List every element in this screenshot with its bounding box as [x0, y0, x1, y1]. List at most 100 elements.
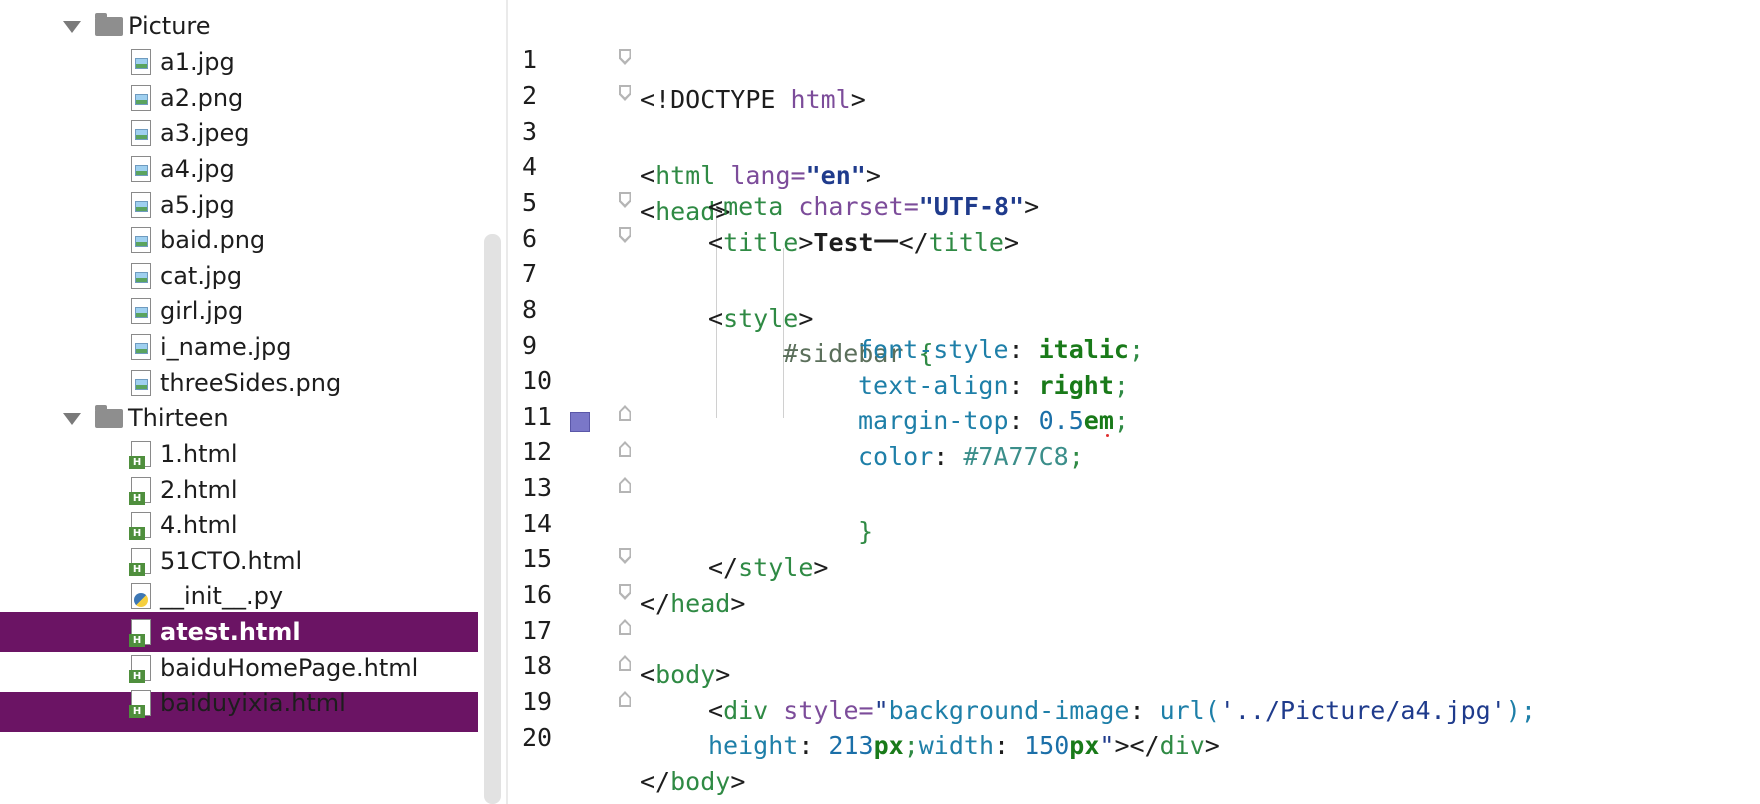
tree-item-label: Thirteen [128, 404, 229, 432]
fold-toggle-icon[interactable] [619, 655, 631, 671]
tree-file[interactable]: a1.jpg [0, 42, 478, 82]
tree-file[interactable]: baid.png [0, 220, 478, 260]
tree-item-label: i_name.jpg [160, 333, 292, 361]
line-number: 17 [522, 616, 553, 645]
tree-file[interactable]: a4.jpg [0, 149, 478, 189]
tree-scrollbar[interactable] [484, 234, 501, 804]
line-number: 10 [522, 366, 553, 395]
panel-divider[interactable] [506, 0, 508, 804]
error-marker [1106, 434, 1109, 437]
fold-toggle-icon[interactable] [619, 85, 631, 101]
code-line: 14 </head> [508, 464, 1760, 618]
line-number: 3 [522, 117, 538, 146]
folder-icon [95, 405, 123, 428]
tree-item-label: 4.html [160, 511, 238, 539]
tree-item-label: atest.html [160, 618, 301, 646]
image-file-icon [131, 120, 151, 146]
tree-file[interactable]: cat.jpg [0, 256, 478, 296]
fold-toggle-icon[interactable] [619, 441, 631, 457]
image-file-icon [131, 192, 151, 218]
line-number: 4 [522, 152, 538, 181]
line-number: 18 [522, 651, 553, 680]
code-line: 12 } [508, 392, 1760, 546]
code-line: 7 #sidebar { [508, 214, 1760, 368]
tree-item-label: girl.jpg [160, 297, 244, 325]
fold-toggle-icon[interactable] [619, 477, 631, 493]
code-line: 19 </body> [508, 642, 1760, 796]
tree-item-label: 1.html [160, 440, 238, 468]
code-line: 1 <!DOCTYPE html> [508, 0, 1760, 114]
tree-item-label: a5.jpg [160, 191, 235, 219]
tree-item-label: a2.png [160, 84, 244, 112]
tree-item-label: baid.png [160, 226, 266, 254]
line-number: 9 [522, 331, 538, 360]
code-line: 8 font-style: italic; [508, 250, 1760, 364]
tree-item-label: a3.jpeg [160, 119, 250, 147]
fold-toggle-icon[interactable] [619, 49, 631, 65]
line-number: 2 [522, 81, 538, 110]
tree-file[interactable]: H 2.html [0, 470, 478, 510]
html-file-icon: H [129, 441, 151, 469]
tree-item-label: cat.jpg [160, 262, 243, 290]
image-file-icon [131, 85, 151, 111]
tree-item-label: Picture [128, 12, 211, 40]
line-number: 12 [522, 437, 553, 466]
tree-item-label: a1.jpg [160, 48, 235, 76]
tree-file[interactable]: girl.jpg [0, 291, 478, 331]
code-line: 6 <style> [508, 179, 1760, 333]
expand-triangle-icon[interactable] [63, 413, 81, 425]
color-swatch[interactable] [570, 412, 590, 432]
line-number: 13 [522, 473, 553, 502]
fold-toggle-icon[interactable] [619, 619, 631, 635]
fold-toggle-icon[interactable] [619, 548, 631, 564]
fold-toggle-icon[interactable] [619, 192, 631, 208]
tree-file[interactable]: __init__.py [0, 576, 478, 616]
line-number: 6 [522, 224, 538, 253]
tree-item-label: baiduHomePage.html [160, 654, 419, 682]
tree-file-selected[interactable] [0, 692, 478, 732]
tree-file[interactable]: threeSides.png [0, 363, 478, 403]
code-line: 16 <body> [508, 535, 1760, 689]
line-number: 20 [522, 723, 553, 752]
expand-triangle-icon[interactable] [63, 21, 81, 33]
tree-item-label: 2.html [160, 476, 238, 504]
code-editor[interactable]: 1 <!DOCTYPE html> 2 <html lang="en"> 3 <… [508, 0, 1760, 804]
tree-file[interactable]: a3.jpeg [0, 113, 478, 153]
code-line: 2 <html lang="en"> [508, 36, 1760, 190]
python-file-icon [131, 583, 151, 609]
tree-item-label: baiduyixia.html [160, 689, 346, 717]
fold-toggle-icon[interactable] [619, 405, 631, 421]
fold-toggle-icon[interactable] [619, 227, 631, 243]
tree-file[interactable]: H baiduHomePage.html [0, 648, 478, 688]
indent-guide [716, 212, 718, 418]
image-file-icon [131, 49, 151, 75]
image-file-icon [131, 370, 151, 396]
line-number: 19 [522, 687, 553, 716]
tree-file[interactable]: H 51CTO.html [0, 541, 478, 581]
line-number: 8 [522, 295, 538, 324]
fold-toggle-icon[interactable] [619, 691, 631, 707]
image-file-icon [131, 298, 151, 324]
html-file-icon: H [129, 477, 151, 505]
tree-file[interactable]: a2.png [0, 78, 478, 118]
tree-item-label: 51CTO.html [160, 547, 303, 575]
html-file-icon: H [129, 690, 151, 718]
project-tree: Picture a1.jpg a2.png a3.jpeg a4.jpg a5.… [0, 0, 478, 804]
tree-file[interactable]: H 4.html [0, 505, 478, 545]
tree-folder-thirteen[interactable]: Thirteen [0, 398, 478, 438]
tree-file[interactable]: a5.jpg [0, 185, 478, 225]
fold-toggle-icon[interactable] [619, 584, 631, 600]
line-number: 16 [522, 580, 553, 609]
tree-file[interactable]: H baiduyixia.html [0, 683, 478, 723]
tree-file[interactable]: i_name.jpg [0, 327, 478, 367]
html-file-icon: H [129, 619, 151, 647]
folder-icon [95, 13, 123, 36]
tree-file-selected[interactable]: H atest.html [0, 612, 478, 652]
tree-folder-picture[interactable]: Picture [0, 6, 478, 46]
code-line: 13 </style> [508, 428, 1760, 582]
line-number: 14 [522, 509, 553, 538]
line-number: 15 [522, 544, 553, 573]
html-file-icon: H [129, 655, 151, 683]
tree-file[interactable]: H 1.html [0, 434, 478, 474]
tree-item-label: a4.jpg [160, 155, 235, 183]
